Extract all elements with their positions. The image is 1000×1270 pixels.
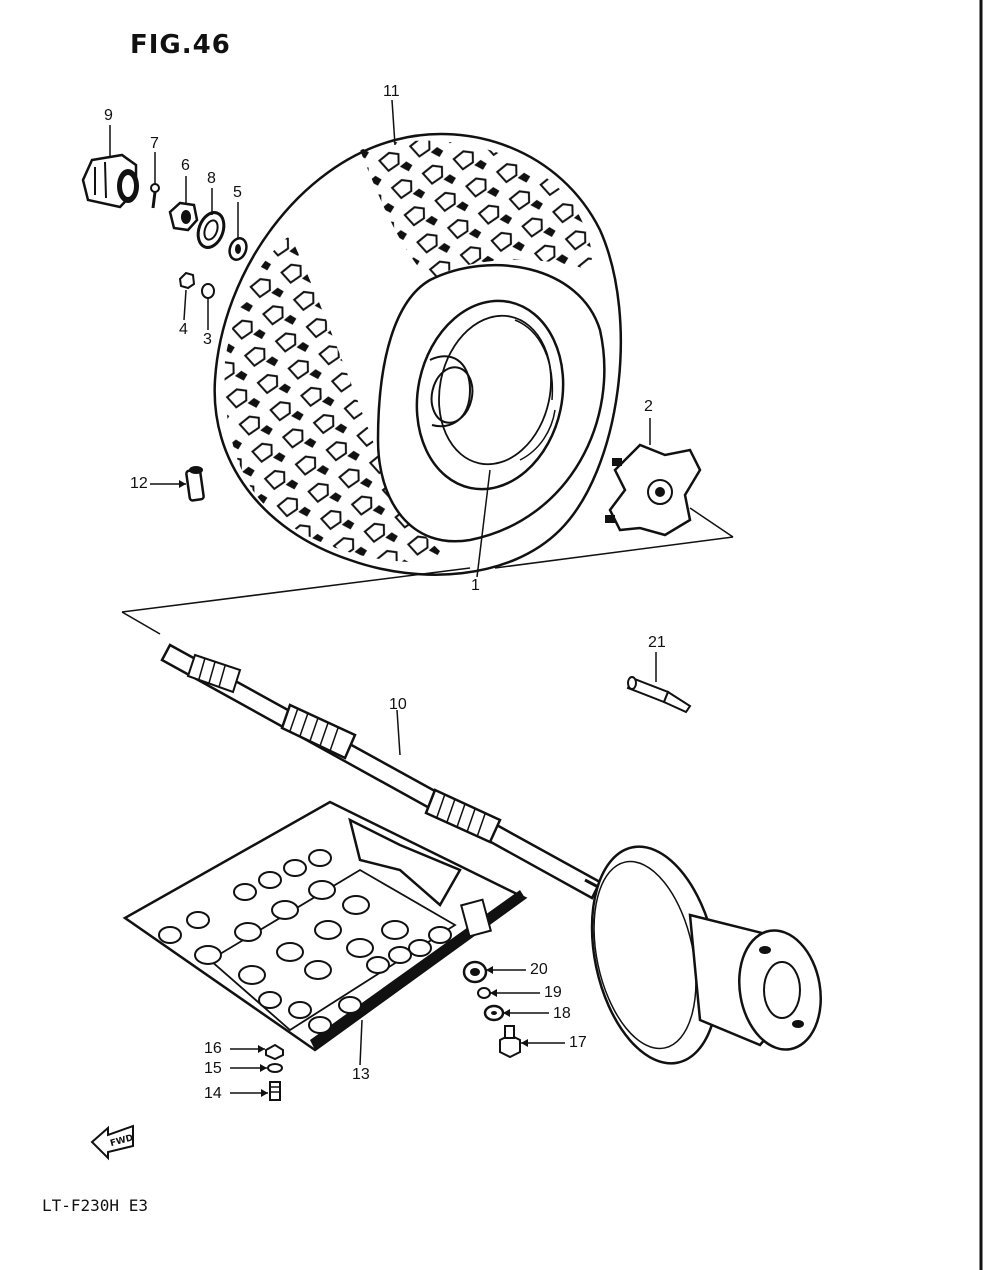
- callout-16: 16: [204, 1040, 222, 1057]
- figure-title: FIG.46: [130, 30, 231, 60]
- tire-wheel-assembly: [213, 132, 623, 576]
- washer-15: [267, 1063, 283, 1073]
- rim-inner: [438, 314, 552, 466]
- bolt-14: [269, 1081, 281, 1101]
- tire-tread-top: [360, 140, 592, 280]
- callout-4: 4: [179, 321, 188, 338]
- callout-3: 3: [203, 331, 212, 348]
- callout-17: 17: [569, 1034, 587, 1051]
- wheel-hub: [605, 443, 702, 537]
- rim-hub: [430, 366, 474, 424]
- model-code: LT-F230H E3: [42, 1196, 148, 1215]
- callout-2: 2: [644, 398, 653, 415]
- wheel-nut: [178, 271, 196, 290]
- callout-9: 9: [104, 107, 113, 124]
- rear-axle: [160, 643, 639, 910]
- fwd-arrow-icon: FWD: [90, 1124, 134, 1161]
- washer-19: [477, 987, 491, 999]
- callout-10: 10: [389, 696, 407, 713]
- leader-arrowheads: [179, 480, 528, 1097]
- callout-1: 1: [471, 577, 480, 594]
- stud-bolt: [626, 676, 692, 714]
- washer-8: [196, 211, 226, 249]
- tire-tread-bottom: [224, 235, 450, 563]
- callout-8: 8: [207, 170, 216, 187]
- callout-6: 6: [181, 157, 190, 174]
- bolt-17: [499, 1025, 521, 1059]
- washer-18: [483, 1004, 505, 1022]
- tire-valve: [185, 466, 205, 502]
- castle-nut: [168, 201, 199, 232]
- callout-18: 18: [553, 1005, 571, 1022]
- callout-15: 15: [204, 1060, 222, 1077]
- callout-21: 21: [648, 634, 666, 651]
- callout-19: 19: [544, 984, 562, 1001]
- callout-11: 11: [383, 83, 400, 100]
- callout-14: 14: [204, 1085, 222, 1102]
- callout-12: 12: [130, 475, 148, 492]
- wheel-washer: [201, 283, 215, 299]
- callout-7: 7: [150, 135, 159, 152]
- callout-5: 5: [233, 184, 242, 201]
- nut-16: [265, 1043, 284, 1061]
- axle-nut-cap: [81, 153, 139, 209]
- skid-plate: [122, 800, 528, 1052]
- callout-20: 20: [530, 961, 548, 978]
- cushion-20: [462, 960, 488, 984]
- cotter-pin: [150, 183, 160, 209]
- callout-13: 13: [352, 1066, 370, 1083]
- drive-hub-flange: [590, 845, 822, 1065]
- leader-lines: [109, 99, 657, 1094]
- washer-5: [228, 237, 248, 261]
